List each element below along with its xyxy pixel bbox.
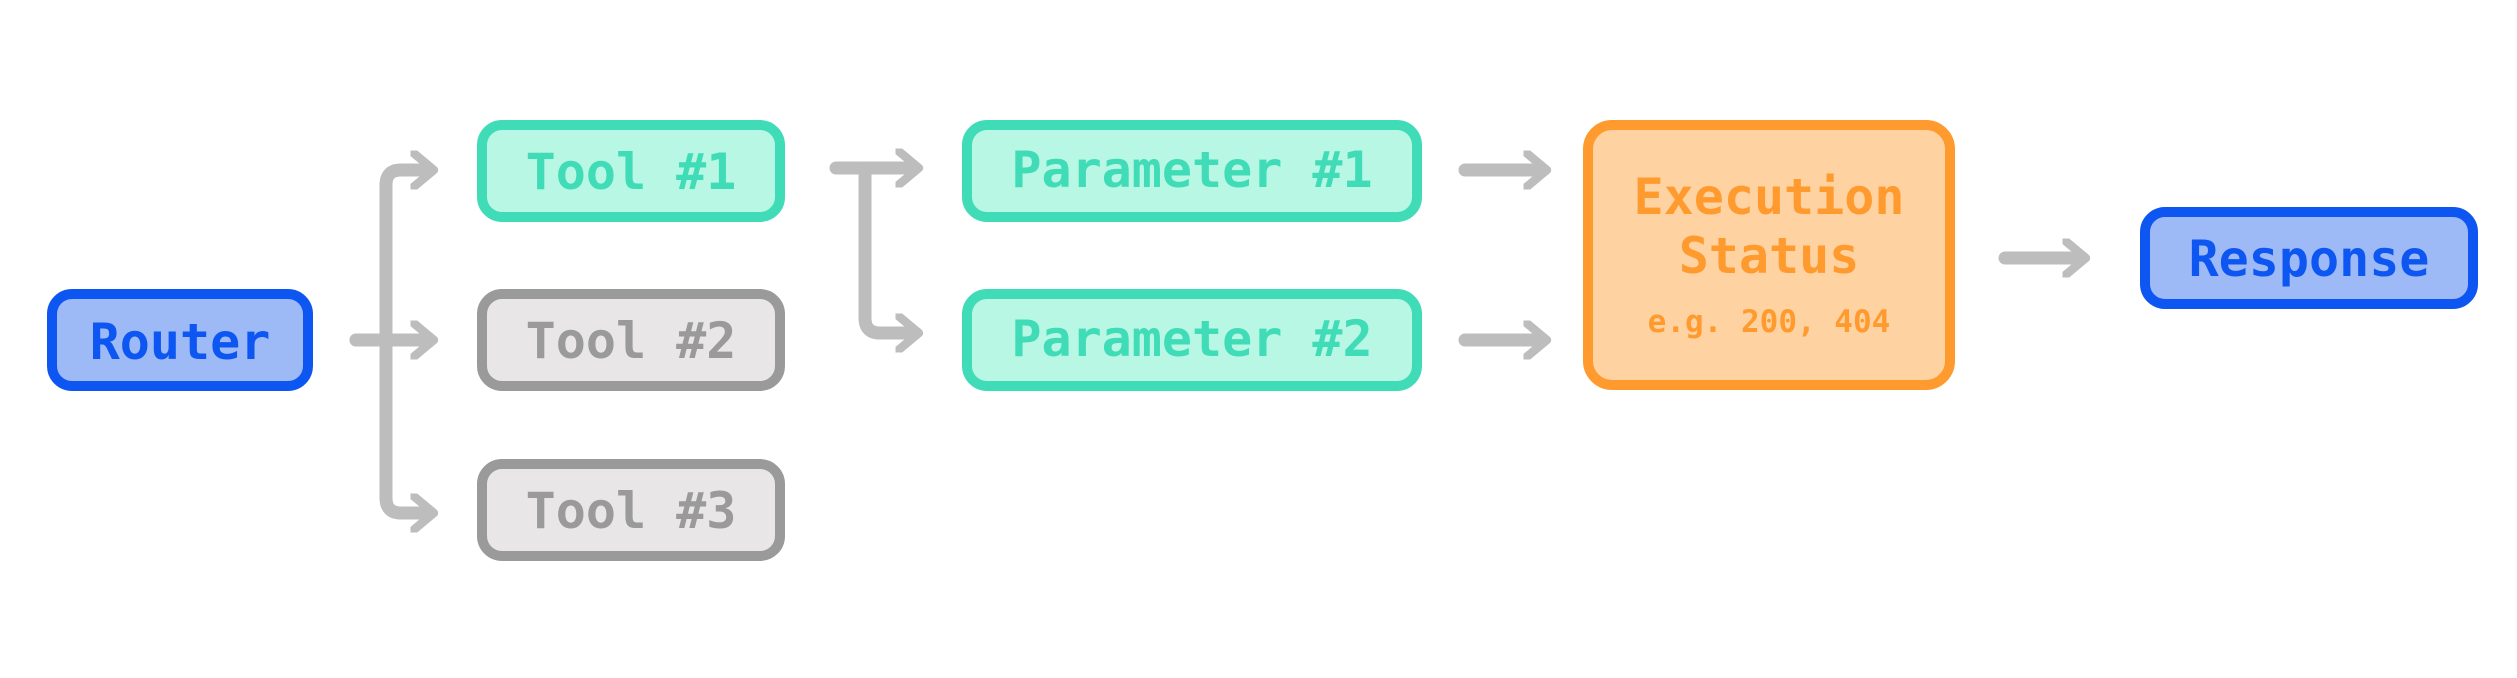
execution-status-label-line1: Execution <box>1634 168 1905 226</box>
parameter-2-box <box>962 289 1422 391</box>
response-node: Response <box>2140 207 2478 309</box>
execution-status-sublabel: e.g. 200, 404 <box>1648 304 1891 340</box>
router-node: Router <box>47 289 313 391</box>
parameter-2-node: Parameter #2 <box>962 289 1422 391</box>
parameter-2-label: Parameter #2 <box>1011 310 1372 368</box>
edges <box>349 161 2082 513</box>
tool-1-node: Tool #1 <box>477 120 785 222</box>
tool-1-label: Tool #1 <box>526 143 737 201</box>
edge-tool1-param2 <box>858 161 915 333</box>
tool-3-label: Tool #3 <box>526 482 737 540</box>
parameter-1-node: Parameter #1 <box>962 120 1422 222</box>
router-label: Router <box>90 313 271 371</box>
tool-3-box <box>477 459 785 561</box>
parameter-1-label: Parameter #1 <box>1011 141 1372 199</box>
edge-router-tool1 <box>349 170 430 347</box>
tool-3-node: Tool #3 <box>477 459 785 561</box>
parameter-1-box <box>962 120 1422 222</box>
tool-2-node: Tool #2 <box>477 289 785 391</box>
response-label: Response <box>2189 230 2430 288</box>
router-box <box>47 289 313 391</box>
response-box <box>2140 207 2478 309</box>
execution-status-box <box>1583 120 1955 390</box>
execution-status-label-line2: Status <box>1679 227 1860 285</box>
edge-router-tool3 <box>379 333 430 513</box>
tool-2-label: Tool #2 <box>526 312 737 370</box>
execution-status-node: Execution Status e.g. 200, 404 <box>1583 120 1955 390</box>
tool-1-box <box>477 120 785 222</box>
tool-2-box <box>477 289 785 391</box>
